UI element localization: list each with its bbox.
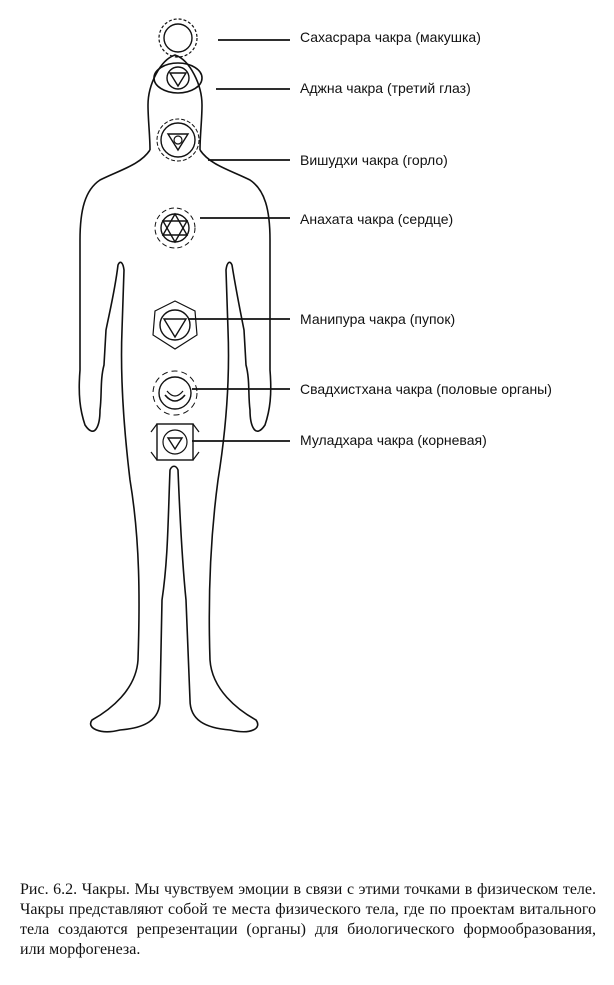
body-outline (78, 149, 272, 733)
label-vishuddha: Вишудхи чакра (горло) (300, 152, 448, 168)
figure-caption: Рис. 6.2. Чакры. Мы чувствуем эмоции в с… (20, 881, 596, 958)
ajna-symbol (153, 62, 203, 94)
head-outline (147, 54, 203, 151)
vishuddha-symbol (156, 118, 200, 162)
label-muladhara: Муладхара чакра (корневая) (300, 432, 487, 448)
svadhisthana-symbol (152, 370, 198, 416)
label-anahata: Анахата чакра (сердце) (300, 211, 453, 227)
label-ajna: Аджна чакра (третий глаз) (300, 80, 471, 96)
anahata-symbol (154, 207, 196, 249)
label-manipura: Манипура чакра (пупок) (300, 311, 455, 327)
label-svadhisthana: Свадхистхана чакра (половые органы) (300, 381, 552, 397)
label-sahasrara: Сахасрара чакра (макушка) (300, 29, 481, 45)
muladhara-symbol (150, 423, 200, 461)
manipura-symbol (152, 300, 198, 350)
sahasrara-symbol (158, 18, 198, 58)
